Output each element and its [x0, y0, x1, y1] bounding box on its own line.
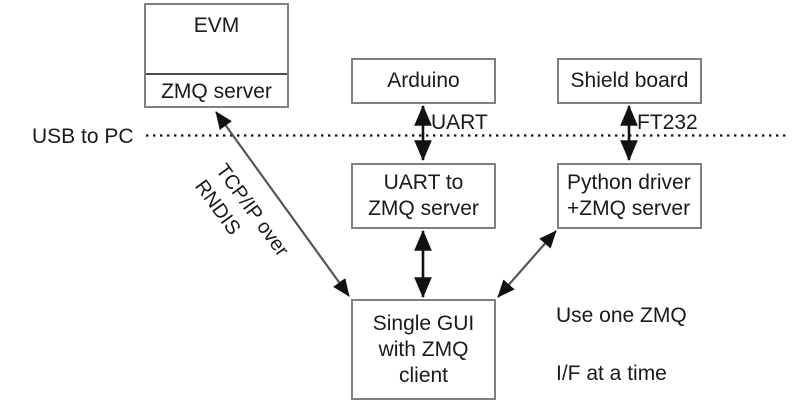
usb-to-pc-label: USB to PC [32, 125, 134, 148]
box-uart-to-zmq-server[interactable]: UART to ZMQ server [351, 163, 496, 229]
box-arduino[interactable]: Arduino [351, 58, 496, 104]
uart-connector-label: UART [431, 111, 488, 134]
box-evm[interactable]: EVM ZMQ server [144, 3, 289, 108]
box-uart-to-zmq-server-label-line1: UART to [383, 171, 464, 194]
box-single-gui-label-line2: with ZMQ [378, 337, 469, 361]
arrow-pythondriver-gui [497, 230, 557, 298]
box-evm-zmq-server-label: ZMQ server [161, 80, 272, 103]
ft232-connector-label: FT232 [637, 111, 698, 134]
box-python-driver-label-line2: +ZMQ server [567, 197, 691, 220]
box-python-driver-label-line1: Python driver [567, 171, 691, 194]
box-single-gui-label-line3: client [398, 363, 449, 387]
box-python-driver-zmq-server[interactable]: Python driver +ZMQ server [557, 163, 702, 229]
box-single-gui-label-line1: Single GUI [372, 311, 475, 335]
zmq-interface-note-line2: I/F at a time [556, 362, 667, 385]
box-shield-board[interactable]: Shield board [557, 58, 702, 104]
box-arduino-label: Arduino [387, 69, 460, 92]
box-uart-to-zmq-server-label-line2: ZMQ server [368, 197, 479, 220]
zmq-interface-note-line1: Use one ZMQ [556, 304, 687, 327]
box-evm-divider [146, 73, 287, 75]
box-shield-board-label: Shield board [570, 69, 689, 92]
box-evm-title: EVM [193, 14, 240, 37]
box-single-gui-zmq-client[interactable]: Single GUI with ZMQ client [351, 299, 496, 400]
zmq-interface-note: Use one ZMQ I/F at a time [556, 272, 687, 410]
